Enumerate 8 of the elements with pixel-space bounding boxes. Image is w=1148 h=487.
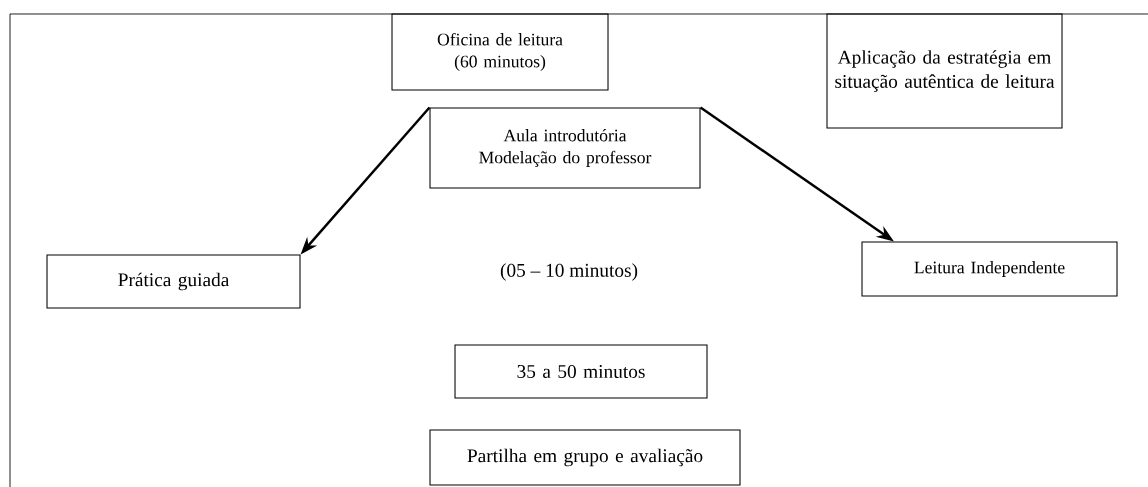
- text-box: Leitura Independente: [861, 241, 1118, 297]
- text-box: Prática guiada: [46, 254, 301, 309]
- text-box: Oficina de leitura (60 minutos): [391, 13, 609, 91]
- text-box: Aplicação da estratégia em situação autêntica de leitura: [826, 13, 1063, 129]
- text-box: 35 a 50 minutos: [454, 344, 708, 399]
- text-box: Aula introdutória Modelação do professor: [429, 107, 701, 189]
- duration-label: (05 – 10 minutos): [500, 263, 638, 281]
- text-box: Partilha em grupo e avaliação: [429, 429, 741, 486]
